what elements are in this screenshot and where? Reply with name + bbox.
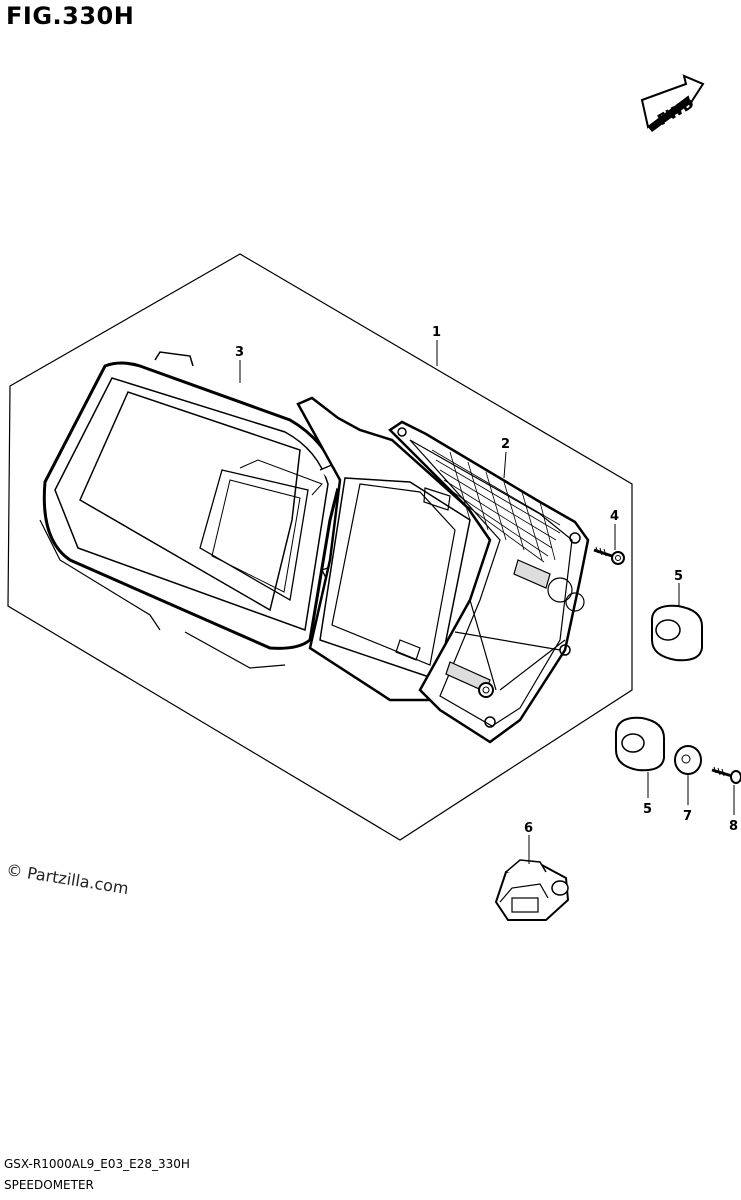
- callout-3: 3: [235, 345, 244, 360]
- callout-8: 8: [729, 819, 738, 834]
- connector-part-6: [494, 859, 570, 921]
- callout-1: 1: [432, 325, 441, 340]
- figure-title: FIG.330H: [6, 2, 135, 30]
- assembly-boundary: [7, 253, 633, 841]
- diagram-code: GSX-R1000AL9_E03_E28_330H: [4, 1157, 190, 1171]
- screw-part-4: [593, 546, 625, 565]
- callout-4: 4: [610, 509, 619, 524]
- washer-part-7: [674, 745, 702, 775]
- diagram-name: SPEEDOMETER: [4, 1178, 94, 1192]
- fwd-arrow-icon: FWD: [640, 74, 705, 132]
- callout-5-upper: 5: [674, 569, 683, 584]
- screw-part-8: [711, 766, 741, 784]
- grommet-part-5-lower: [615, 716, 665, 772]
- meter-rear-case: [388, 420, 590, 744]
- leader-lines: [239, 340, 735, 864]
- grommet-part-5-upper: [651, 604, 703, 662]
- callout-6: 6: [524, 821, 533, 836]
- callout-5-lower: 5: [643, 802, 652, 817]
- callout-2: 2: [501, 437, 510, 452]
- callout-7: 7: [683, 809, 692, 824]
